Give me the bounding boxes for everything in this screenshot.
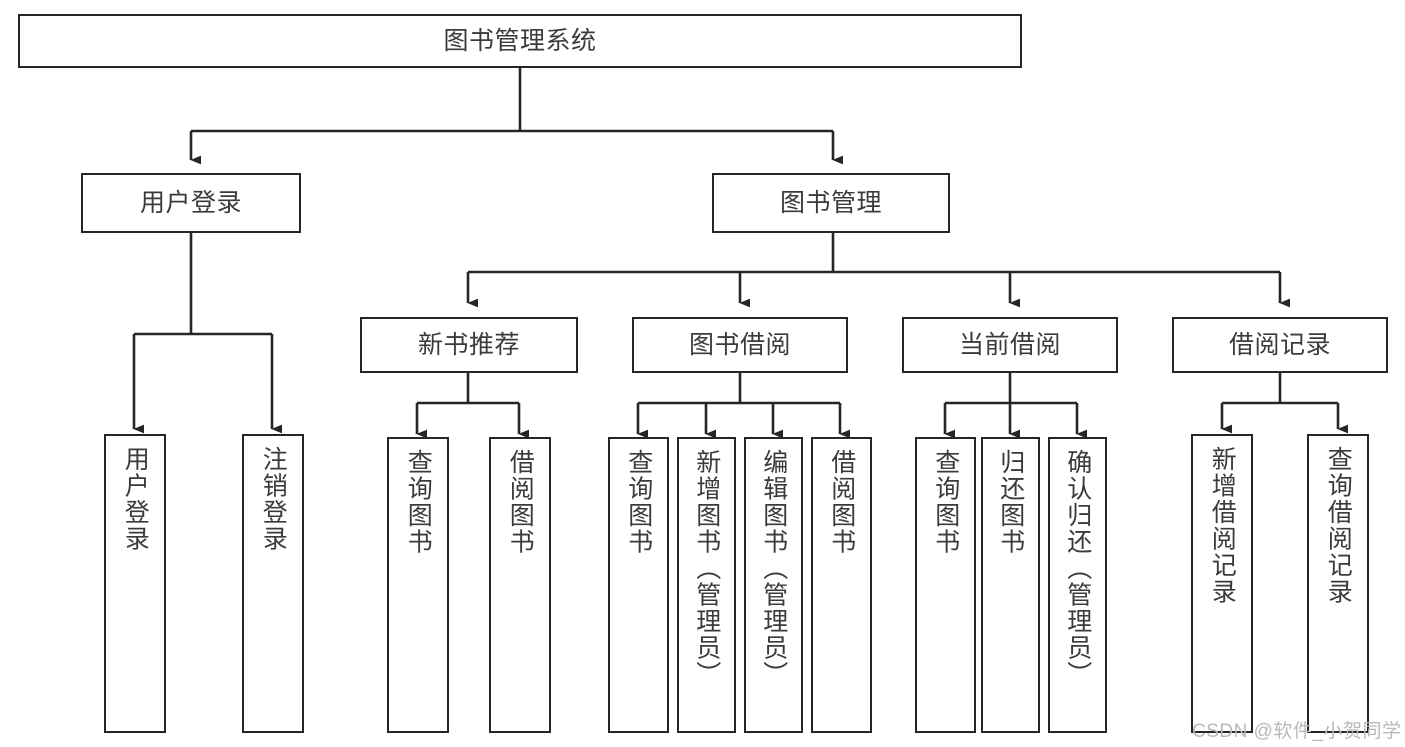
node-leaf-query-book-current[interactable]: 查询图书 [915, 437, 976, 733]
node-leaf-edit-book-admin-label: 编辑图书（管理员） [759, 449, 788, 688]
node-leaf-query-book-current-label: 查询图书 [931, 449, 960, 555]
node-book-borrow-label: 图书借阅 [688, 330, 791, 359]
node-leaf-logout-label: 注销登录 [259, 446, 288, 552]
node-leaf-return-book-label: 归还图书 [996, 449, 1025, 555]
node-leaf-borrow-book-borrow[interactable]: 借阅图书 [811, 437, 872, 733]
node-book-manage-label: 图书管理 [779, 188, 882, 217]
node-root[interactable]: 图书管理系统 [18, 14, 1022, 68]
node-user-login-label: 用户登录 [139, 188, 242, 217]
node-book-manage[interactable]: 图书管理 [712, 173, 950, 233]
node-leaf-borrow-book-rec-label: 借阅图书 [506, 449, 535, 555]
node-leaf-user-login[interactable]: 用户登录 [104, 434, 166, 733]
node-leaf-query-book-borrow[interactable]: 查询图书 [608, 437, 669, 733]
node-leaf-query-book-rec[interactable]: 查询图书 [387, 437, 449, 733]
node-leaf-add-book-admin[interactable]: 新增图书（管理员） [677, 437, 736, 733]
node-leaf-borrow-book-borrow-label: 借阅图书 [827, 449, 856, 555]
node-leaf-logout[interactable]: 注销登录 [242, 434, 304, 733]
node-new-book-rec[interactable]: 新书推荐 [360, 317, 578, 373]
node-leaf-return-book[interactable]: 归还图书 [981, 437, 1040, 733]
node-leaf-query-borrow-record[interactable]: 查询借阅记录 [1307, 434, 1369, 733]
node-leaf-borrow-book-rec[interactable]: 借阅图书 [489, 437, 551, 733]
node-leaf-confirm-return-admin-label: 确认归还（管理员） [1063, 449, 1092, 688]
node-new-book-rec-label: 新书推荐 [417, 330, 520, 359]
node-leaf-confirm-return-admin[interactable]: 确认归还（管理员） [1048, 437, 1107, 733]
node-leaf-add-borrow-record[interactable]: 新增借阅记录 [1191, 434, 1253, 733]
node-root-label: 图书管理系统 [443, 26, 597, 55]
node-leaf-query-book-rec-label: 查询图书 [404, 449, 433, 555]
node-book-borrow[interactable]: 图书借阅 [632, 317, 848, 373]
node-borrow-record[interactable]: 借阅记录 [1172, 317, 1388, 373]
node-leaf-edit-book-admin[interactable]: 编辑图书（管理员） [744, 437, 803, 733]
node-borrow-record-label: 借阅记录 [1228, 330, 1331, 359]
node-leaf-query-book-borrow-label: 查询图书 [624, 449, 653, 555]
node-current-borrow-label: 当前借阅 [958, 330, 1061, 359]
node-user-login[interactable]: 用户登录 [81, 173, 301, 233]
node-current-borrow[interactable]: 当前借阅 [902, 317, 1118, 373]
node-leaf-add-borrow-record-label: 新增借阅记录 [1208, 446, 1237, 605]
node-leaf-add-book-admin-label: 新增图书（管理员） [692, 449, 721, 688]
node-leaf-query-borrow-record-label: 查询借阅记录 [1324, 446, 1353, 605]
node-leaf-user-login-label: 用户登录 [121, 446, 150, 552]
watermark: CSDN @软件_小贺同学 [1192, 721, 1402, 742]
